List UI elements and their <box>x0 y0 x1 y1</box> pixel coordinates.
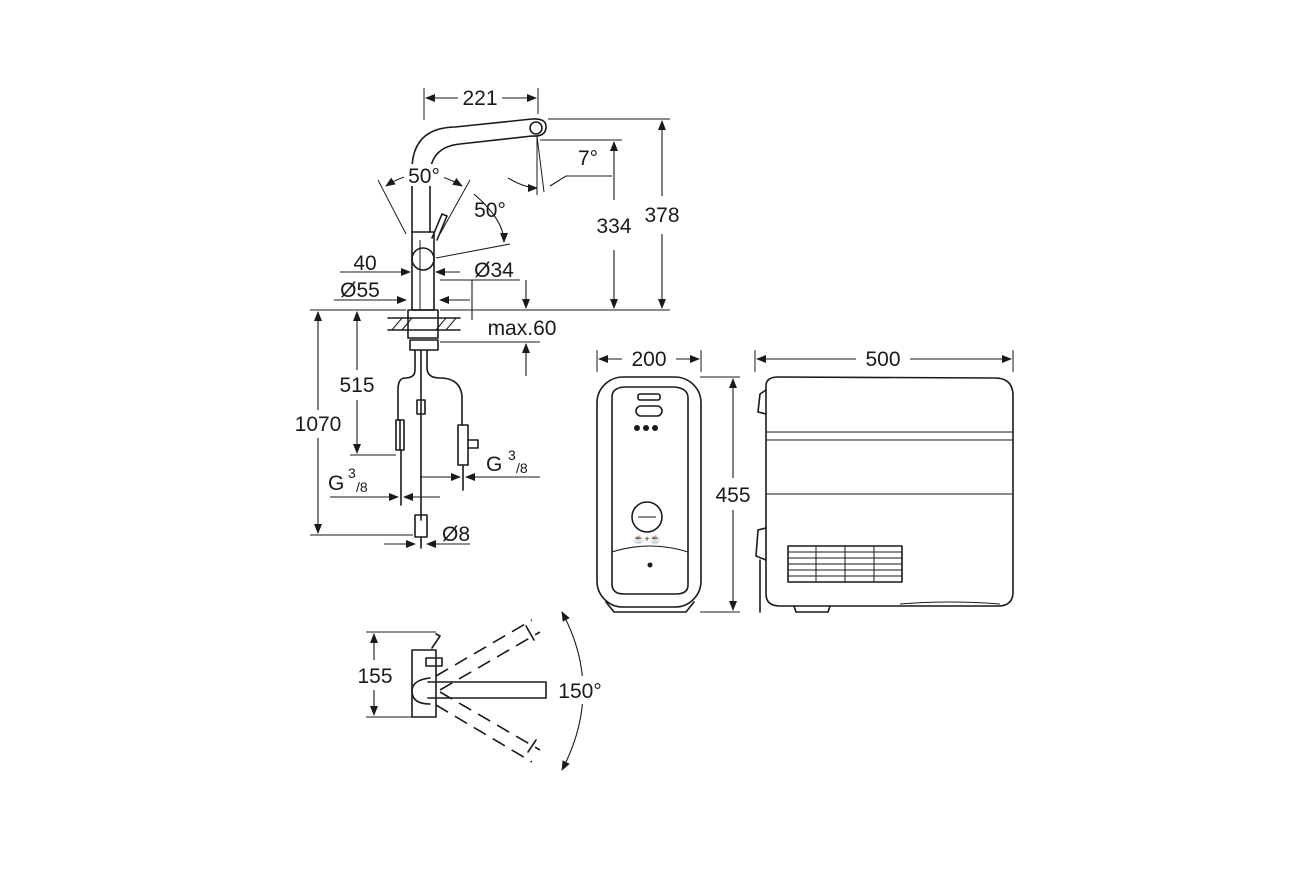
dim-thread-left-sup: 3 <box>348 465 356 481</box>
boiler-display <box>635 405 663 417</box>
boiler-side-housing <box>765 376 1014 607</box>
dim-thread-right-sub: /8 <box>516 460 528 476</box>
mounting-nut <box>409 339 439 351</box>
boiler-front-panel <box>611 386 689 595</box>
dim-boiler-width: 500 <box>865 348 900 371</box>
dim-spout-reach: 221 <box>462 87 497 110</box>
faucet-plan-view: 150° 155 <box>357 611 608 771</box>
connector-right <box>457 424 469 466</box>
boiler-foot <box>605 601 695 613</box>
dim-boiler-depth: 200 <box>631 348 666 371</box>
dim-spout-tilt: 7° <box>578 147 598 170</box>
side-connector-bottom <box>755 527 767 561</box>
dim-swivel-angle: 150° <box>558 680 601 703</box>
boiler-side-view: 500 <box>754 348 1014 613</box>
faucet-spout <box>411 118 547 233</box>
side-connector-top <box>757 389 767 415</box>
hose-left <box>397 349 416 451</box>
dim-plan-depth: 155 <box>357 665 392 688</box>
dim-total-height: 378 <box>644 204 679 227</box>
dim-lever-offset: 40 <box>353 252 376 275</box>
dim-total-length: 1070 <box>295 413 342 436</box>
mounting-base <box>407 309 439 339</box>
lever-handle <box>431 213 448 241</box>
spout-aerator <box>529 121 543 135</box>
dim-spout-height: 334 <box>596 215 631 238</box>
dim-lever-diameter: Ø34 <box>474 259 514 282</box>
dim-base-diameter: Ø55 <box>340 279 380 302</box>
faucet-body <box>411 231 435 311</box>
connector-left <box>395 419 405 451</box>
boiler-housing <box>596 376 702 608</box>
dim-lever-angle-left: 50° <box>408 165 440 188</box>
lever-disk <box>411 247 435 271</box>
dim-lever-angle-right: 50° <box>474 199 506 222</box>
dim-thread-left-sub: /8 <box>356 479 368 495</box>
dim-thread-left: G <box>328 472 344 495</box>
plan-faucet-body <box>411 649 437 718</box>
dim-outlet-diameter: Ø8 <box>442 523 470 546</box>
filter-icon-label: ☕+☕ <box>633 533 661 544</box>
faucet-front-view: 221 7° 50° 50° 334 378 40 Ø34 <box>295 87 680 549</box>
dim-max-counter-thickness: max.60 <box>488 317 557 340</box>
dim-hose-length: 515 <box>339 374 374 397</box>
boiler-front-view: ☕+☕ 200 455 <box>596 348 751 613</box>
dim-thread-right: G <box>486 453 502 476</box>
dim-thread-right-sup: 3 <box>508 447 516 463</box>
plan-spout <box>427 681 547 699</box>
dim-boiler-height: 455 <box>715 484 750 507</box>
filter-gauge <box>631 501 663 533</box>
